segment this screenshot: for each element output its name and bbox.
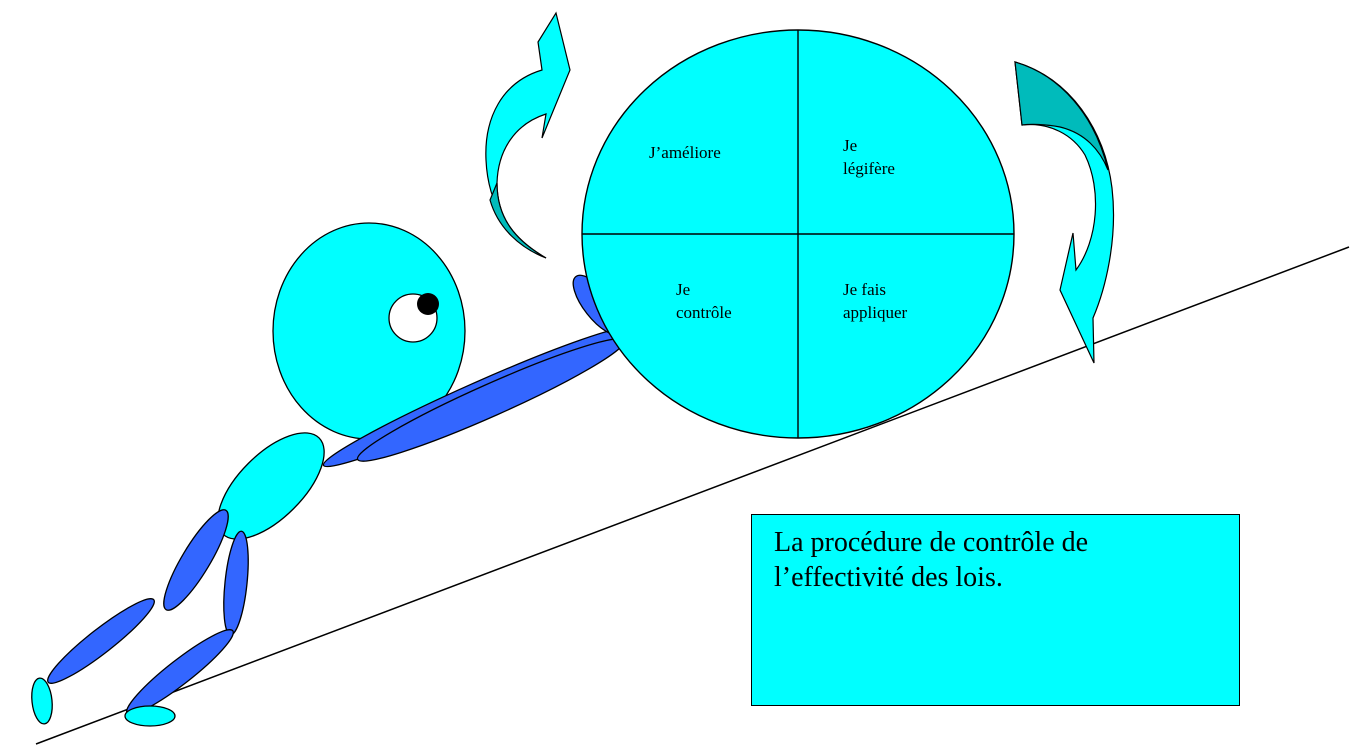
curved-arrow-up-icon: [485, 11, 571, 259]
pushing-figure-icon: [31, 222, 646, 727]
quadrant-line: légifère: [843, 159, 895, 178]
curved-arrow-down-icon: [1014, 61, 1115, 364]
caption-line: l’effectivité des lois.: [774, 562, 1003, 593]
slope-line: [35, 246, 1350, 745]
quadrant-label-top-right: Je légifère: [843, 136, 895, 178]
quadrant-line: appliquer: [843, 303, 908, 322]
quadrant-line: contrôle: [676, 303, 732, 322]
figure-thigh-left: [163, 509, 229, 611]
control-wheel: J’améliore Je légifère Je contrôle Je fa…: [581, 29, 1015, 439]
quadrant-line: Je fais: [843, 280, 886, 299]
figure-foot-right: [124, 705, 176, 727]
figure-thigh-right: [223, 530, 249, 636]
quadrant-label-top-left: J’améliore: [649, 143, 721, 162]
figure-shin-left: [47, 598, 155, 684]
quadrant-line: J’améliore: [649, 143, 721, 162]
figure-foot-left: [31, 677, 53, 725]
figure-pupil: [417, 293, 439, 315]
caption-box: La procédure de contrôle de l’effectivit…: [751, 514, 1240, 706]
quadrant-line: Je: [676, 280, 690, 299]
quadrant-label-bottom-left: Je contrôle: [676, 280, 732, 322]
quadrant-line: Je: [843, 136, 857, 155]
quadrant-label-bottom-right: Je fais appliquer: [843, 280, 908, 322]
caption-line: La procédure de contrôle de: [774, 527, 1089, 558]
